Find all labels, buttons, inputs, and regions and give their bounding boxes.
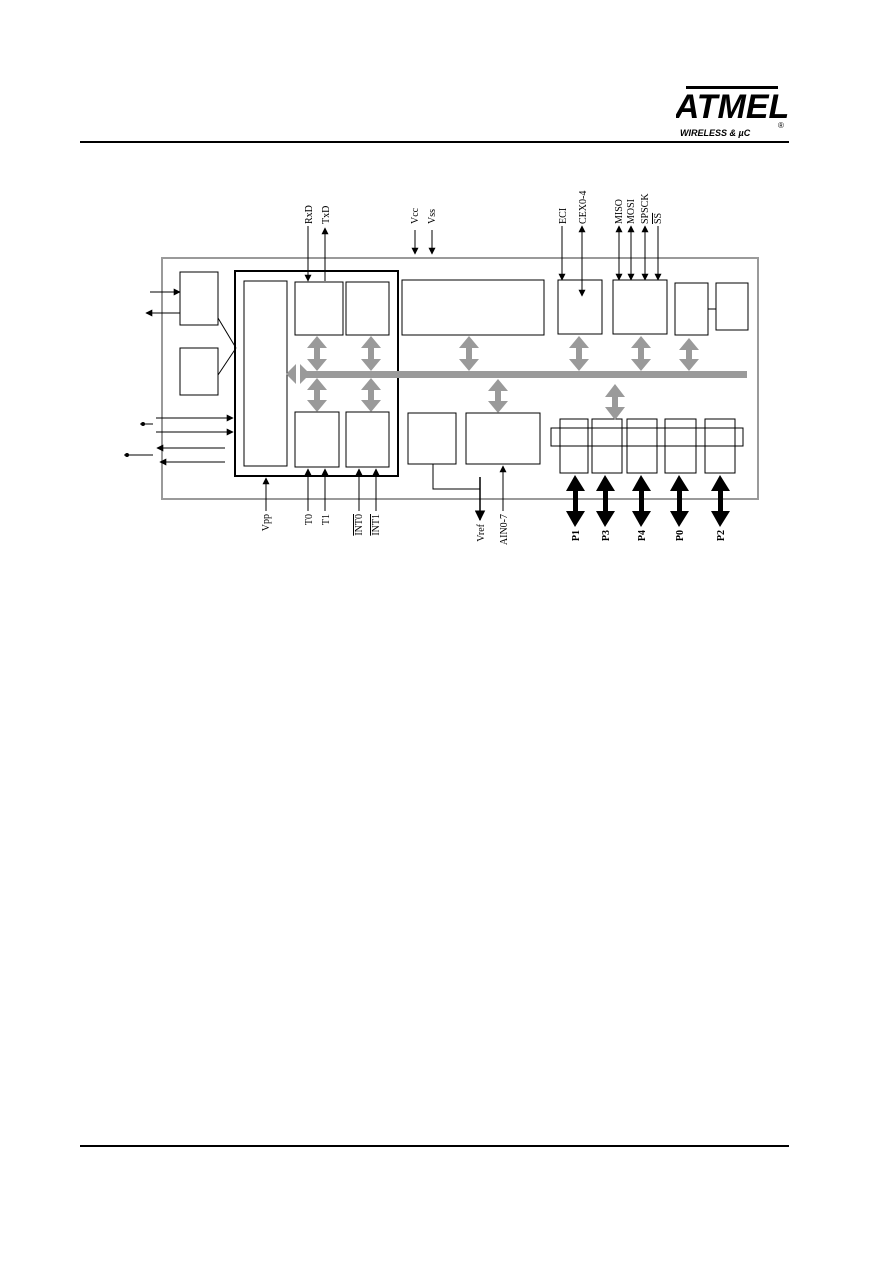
chip-outline (161, 257, 759, 500)
vcc-label: Vcc (410, 207, 421, 224)
brand-tagline: WIRELESS & µC (680, 128, 751, 138)
bus-connector-adc (488, 379, 508, 413)
header-rule (80, 141, 789, 143)
logo-bar (686, 86, 778, 89)
t1-label: T1 (321, 514, 332, 525)
port-arrows (566, 475, 730, 527)
txd-label: TxD (321, 206, 332, 224)
bus-connector-flash (459, 336, 479, 371)
p4-label: P4 (637, 530, 648, 541)
p0-label: P0 (675, 530, 686, 541)
brand-logo-text: ATMEL (676, 88, 788, 126)
adc-block (465, 412, 541, 465)
vref-label: Vref (476, 523, 487, 541)
watchdog-block (674, 282, 709, 336)
osc-to-core-line (217, 317, 237, 349)
bus-connector-ram (361, 336, 381, 371)
rxd-label: RxD (304, 205, 315, 224)
pca-block (557, 279, 603, 335)
bus-connector-interrupt (361, 378, 381, 412)
clock-block (179, 347, 219, 396)
cpu-core-block (243, 280, 288, 467)
bus-connector-timer (307, 378, 327, 412)
port-p2-arrow (711, 475, 730, 527)
p3-label: P3 (601, 530, 612, 541)
interrupt-block (345, 411, 390, 468)
miso-label: MISO (614, 199, 625, 224)
ain-label: AIN0-7 (499, 514, 510, 545)
block-diagram: RxD TxD Vcc Vss ECI CEX0-4 MISO MOSI SPS… (124, 191, 759, 545)
bus-connector-watchdog (679, 338, 699, 371)
oscillator-block (179, 271, 219, 326)
spi-block (612, 279, 668, 335)
internal-bus (300, 371, 747, 378)
port-bus-bar (550, 427, 744, 447)
bus-connector-ports (605, 384, 625, 420)
int1-label: INT1 (371, 514, 382, 536)
vss-label: Vss (427, 209, 438, 224)
mosi-label: MOSI (626, 199, 637, 224)
t0-label: T0 (304, 514, 315, 525)
bus-connectors (307, 336, 699, 420)
spsck-label: SPSCK (640, 193, 651, 224)
vref-link-line (432, 464, 480, 490)
ss-label: SS (653, 213, 664, 224)
flash-memory-block (401, 279, 545, 336)
timer-block (294, 411, 340, 468)
port-p1-arrow (566, 475, 585, 527)
int0-label: INT0 (354, 514, 365, 536)
bus-connector-spi (631, 336, 651, 371)
port-p0-arrow (670, 475, 689, 527)
ram-block (345, 281, 390, 336)
p2-label: P2 (716, 530, 727, 541)
bus-connector-uart (307, 336, 327, 371)
port-p4-arrow (632, 475, 651, 527)
clock-to-core-line (217, 347, 237, 376)
cex-label: CEX0-4 (578, 191, 589, 224)
watchdog-aux-block (715, 282, 749, 331)
uart-block (294, 281, 344, 336)
bus-left-arrow-2 (300, 364, 310, 384)
eci-label: ECI (558, 208, 569, 224)
port-p3-arrow (596, 475, 615, 527)
atmel-logo: ATMEL WIRELESS & µC ® (676, 86, 788, 138)
registered-mark: ® (778, 121, 784, 130)
footer-rule (80, 1145, 789, 1147)
vref-block (407, 412, 457, 465)
bus-connector-pca (569, 336, 589, 371)
vpp-label: Vpp (261, 514, 272, 531)
p1-label: P1 (571, 530, 582, 541)
bus-left-arrow (286, 364, 296, 384)
